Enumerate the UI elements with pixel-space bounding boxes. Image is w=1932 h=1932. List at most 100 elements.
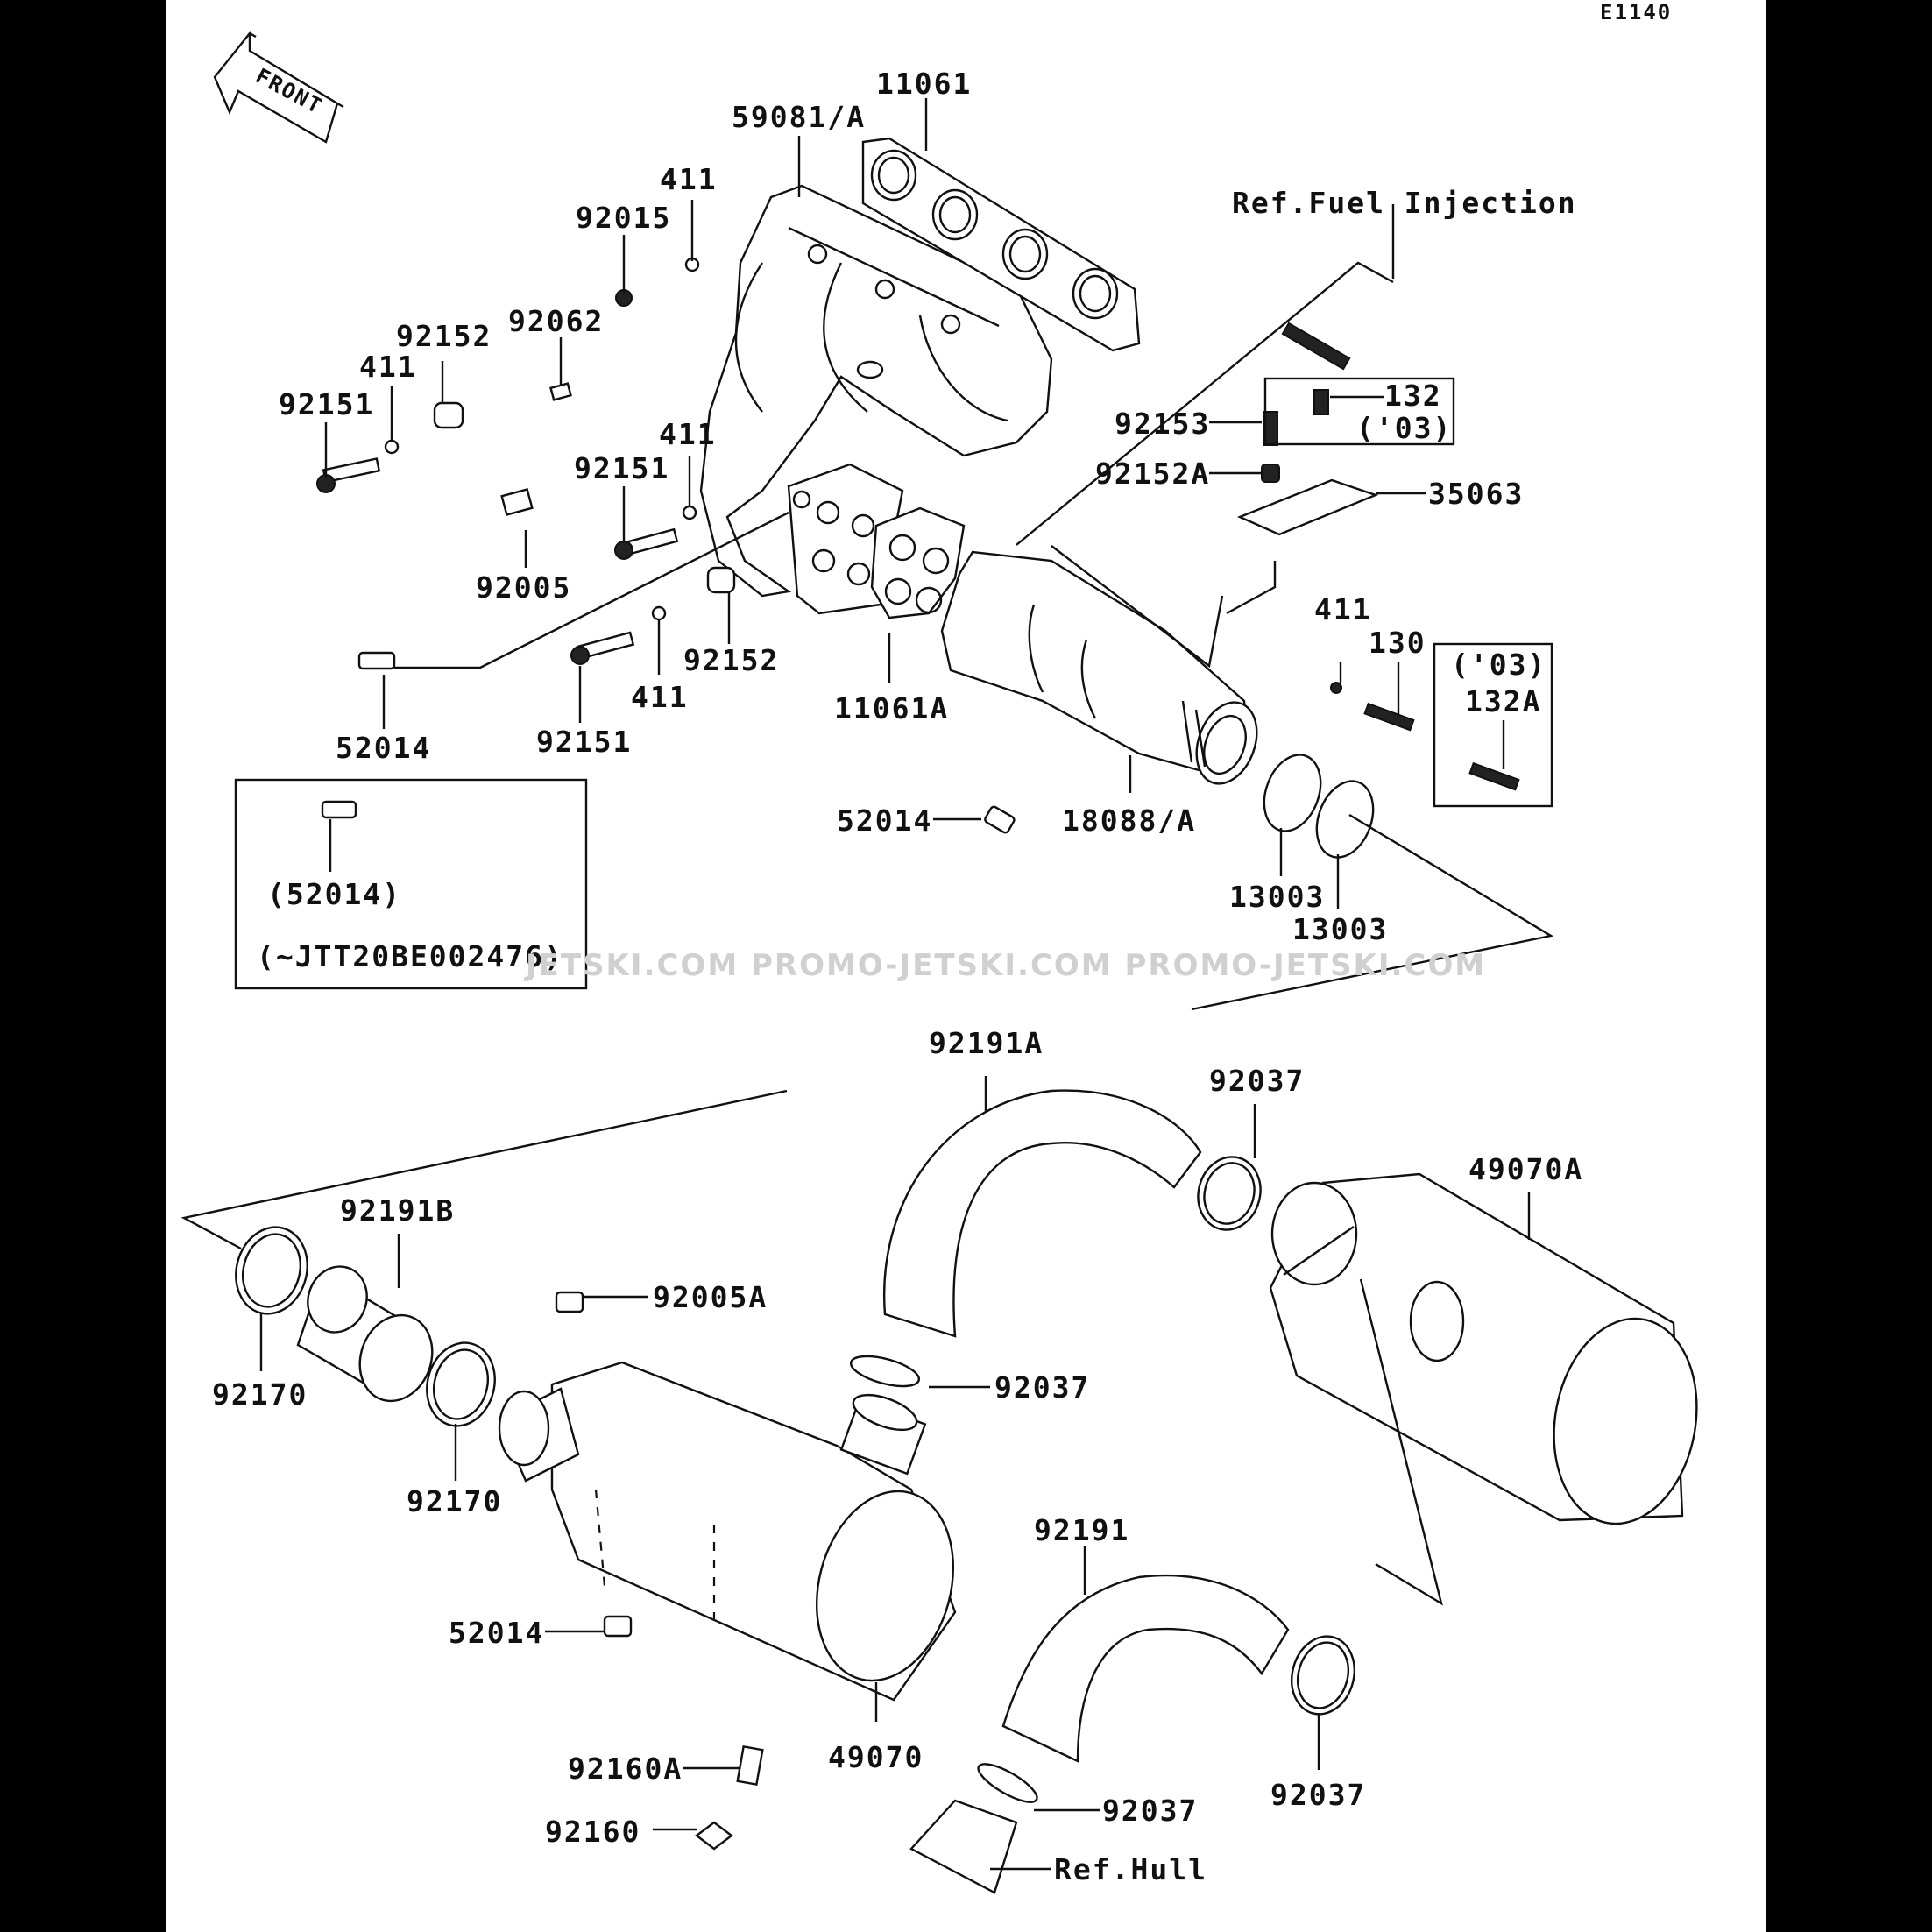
label-92160A: 92160A <box>568 1752 683 1786</box>
label-411-a: 411 <box>660 162 718 196</box>
flange-gasket-11061A <box>870 506 966 619</box>
label-132-year: ('03) <box>1356 411 1452 445</box>
label-92160A <box>736 1745 764 1786</box>
guide-line-d <box>394 511 789 669</box>
fitting-52014-box <box>321 800 357 819</box>
label-11061: 11061 <box>876 67 972 101</box>
upper-hardware <box>316 257 1520 834</box>
label-52014-c: 52014 <box>449 1616 544 1650</box>
leader-lines <box>259 98 1531 1871</box>
guide-line-b <box>1226 561 1277 615</box>
hull-reference-icon <box>909 1799 1018 1894</box>
label-92160: 92160 <box>545 1815 640 1849</box>
washer-411-b <box>384 439 400 455</box>
label-92062: 92062 <box>508 304 604 338</box>
clamp-92037-c <box>1291 1635 1355 1716</box>
label-52014-a: 52014 <box>336 731 431 765</box>
label-13003-a: 13003 <box>1229 880 1325 914</box>
bolt-130 <box>1363 702 1415 732</box>
label-92037-a: 92037 <box>1209 1064 1305 1098</box>
manifold-gasket-11061 <box>861 137 1141 352</box>
label-92151-c: 92151 <box>536 725 632 759</box>
label-52014-box: (52014) <box>267 877 401 911</box>
washer-411-c <box>682 505 697 520</box>
collar-92152-b <box>706 566 736 594</box>
serial-note-box <box>234 778 588 990</box>
fitting-52014-c <box>603 1615 633 1638</box>
collar-92152-a <box>433 401 464 429</box>
label-92151-b: 92151 <box>574 451 669 485</box>
clamp-92037-a <box>1197 1156 1262 1231</box>
muffler-49070A <box>1269 1172 1698 1525</box>
label-92153: 92153 <box>1115 407 1210 441</box>
bolt-132 <box>1313 389 1329 415</box>
washer-411-e <box>1330 682 1342 694</box>
label-92015: 92015 <box>576 201 671 235</box>
label-130: 130 <box>1369 626 1426 660</box>
label-92005: 92005 <box>476 570 571 605</box>
guide-line-c <box>1191 813 1554 1011</box>
injector-icon <box>1281 322 1351 371</box>
label-49070A: 49070A <box>1468 1152 1583 1186</box>
label-92037-d: 92037 <box>1102 1794 1198 1828</box>
label-132A-year: ('03) <box>1451 648 1546 682</box>
guide-line-a <box>1051 545 1224 669</box>
hose-92191A <box>882 1089 1202 1338</box>
fitting-92005A <box>555 1291 584 1313</box>
watermark: JETSKI.COM PROMO-JETSKI.COM PROMO-JETSKI… <box>524 948 1486 983</box>
washer-411-d <box>651 605 667 621</box>
part-labels: 11061 59081/A 411 92015 92062 92152 411 … <box>212 67 1583 1886</box>
label-59081: 59081/A <box>732 100 866 134</box>
label-92152-b: 92152 <box>683 643 779 677</box>
hose-92191 <box>1001 1574 1290 1763</box>
label-92191B: 92191B <box>340 1193 455 1228</box>
label-92170-a: 92170 <box>212 1377 308 1412</box>
muffler-49070 <box>498 1361 957 1702</box>
label-132: 132 <box>1384 379 1442 413</box>
exhaust-manifold-59081 <box>699 184 1053 598</box>
label-92037-c: 92037 <box>1270 1778 1366 1812</box>
label-13003-b: 13003 <box>1292 912 1388 946</box>
o-ring-13003-a <box>1263 754 1322 832</box>
label-18088: 18088/A <box>1062 803 1196 838</box>
label-92191A: 92191A <box>929 1026 1044 1060</box>
label-49070: 49070 <box>828 1740 924 1774</box>
label-52014-b: 52014 <box>837 803 932 838</box>
label-411-e: 411 <box>1314 592 1372 626</box>
label-132A: 132A <box>1465 684 1541 718</box>
year-03-box-a <box>1263 377 1455 446</box>
front-arrow-icon: FRONT <box>213 30 344 144</box>
year-03-box-b <box>1433 642 1553 808</box>
ref-hull: Ref.Hull <box>1054 1852 1207 1886</box>
sleeve-92191B <box>296 1265 434 1403</box>
label-92152A: 92152A <box>1095 456 1210 491</box>
label-92005A: 92005A <box>653 1280 768 1314</box>
fitting-92005 <box>500 488 534 516</box>
label-92152-a: 92152 <box>396 319 492 353</box>
label-serial: (~JTT20BE002476) <box>257 939 563 973</box>
fitting-52014-a <box>357 651 396 670</box>
label-92191: 92191 <box>1034 1513 1129 1547</box>
bolt-132A <box>1468 761 1520 791</box>
label-92151-a: 92151 <box>279 387 374 421</box>
label-92170-b: 92170 <box>407 1484 502 1518</box>
label-411-b: 411 <box>359 350 417 384</box>
diagram-code: E1140 <box>1600 0 1672 25</box>
clamp-92170-b <box>426 1341 496 1427</box>
guide-line-e <box>180 1089 788 1250</box>
clamp-92037-b <box>849 1355 921 1388</box>
label-92160 <box>695 1821 733 1851</box>
label-92037-b: 92037 <box>994 1370 1090 1405</box>
fitting-52014-b <box>984 805 1016 834</box>
exhaust-pipe-18088 <box>940 550 1258 785</box>
collar-92152A <box>1261 464 1280 483</box>
label-11061A: 11061A <box>834 691 949 725</box>
ref-fuel-injection-line <box>1016 261 1394 546</box>
label-35063: 35063 <box>1428 477 1524 511</box>
stud-92062 <box>549 382 572 401</box>
ref-fuel-injection: Ref.Fuel Injection <box>1232 186 1577 220</box>
bracket-35063 <box>1236 478 1379 536</box>
clamp-92037-d <box>977 1763 1038 1803</box>
label-411-d: 411 <box>631 680 689 714</box>
